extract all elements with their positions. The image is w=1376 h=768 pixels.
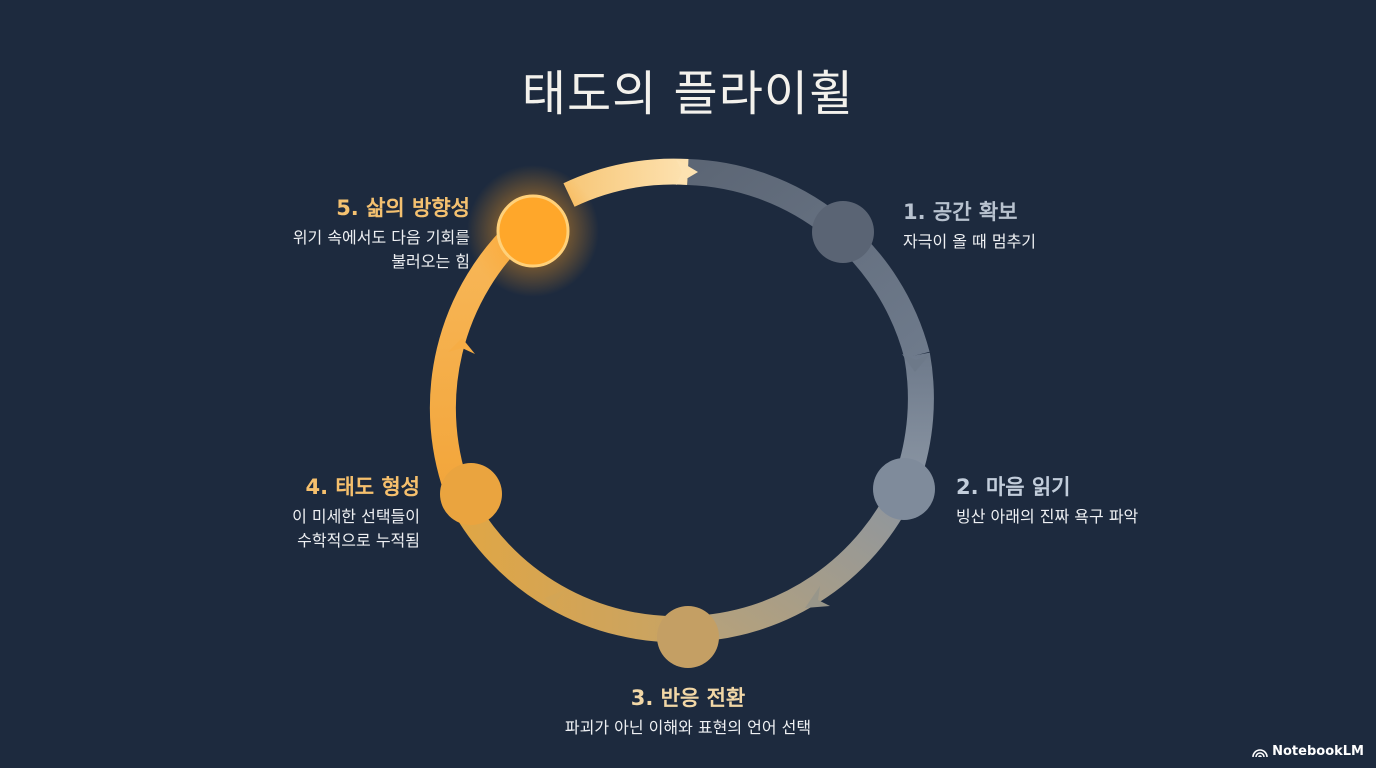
step-2-description: 빙산 아래의 진짜 욕구 파악 bbox=[956, 507, 1139, 526]
step-1-description: 자극이 올 때 멈추기 bbox=[903, 232, 1037, 251]
notebooklm-logo-icon bbox=[1252, 748, 1268, 757]
chevron-arrow-icon bbox=[902, 354, 930, 372]
step-3-title: 3. 반응 전환 bbox=[630, 686, 746, 710]
arc-3-to-4 bbox=[448, 491, 689, 643]
arc-2-to-3 bbox=[687, 474, 919, 642]
step-2: 2. 마음 읽기 빙산 아래의 진짜 욕구 파악 bbox=[956, 473, 1256, 529]
step-4: 4. 태도 형성 이 미세한 선택들이 수학적으로 누적됨 bbox=[120, 473, 420, 553]
chevron-arrow-icon bbox=[448, 338, 475, 354]
chevron-arrow-icon bbox=[676, 159, 698, 185]
node-2-circle bbox=[873, 458, 935, 520]
diagram-title: 태도의 플라이휠 bbox=[521, 66, 855, 122]
step-5-description-line: 불러오는 힘 bbox=[391, 252, 470, 271]
node-3-circle bbox=[657, 606, 719, 668]
step-4-title: 4. 태도 형성 bbox=[305, 475, 421, 499]
brand-watermark: NotebookLM bbox=[1252, 744, 1364, 759]
step-3: 3. 반응 전환 파괴가 아닌 이해와 표현의 언어 선택 bbox=[488, 684, 888, 740]
chevron-arrow-icon bbox=[545, 590, 565, 614]
step-5-title: 5. 삶의 방향성 bbox=[336, 196, 470, 220]
node-4-circle bbox=[440, 463, 502, 525]
step-2-title: 2. 마음 읽기 bbox=[956, 475, 1071, 499]
arc-1-to-2a bbox=[687, 159, 930, 359]
brand-label: NotebookLM bbox=[1272, 744, 1364, 759]
chevron-arrow-icon bbox=[805, 586, 830, 608]
step-5-description-line: 위기 속에서도 다음 기회를 bbox=[292, 228, 470, 247]
step-1-title: 1. 공간 확보 bbox=[903, 200, 1018, 224]
step-4-description: 이 미세한 선택들이 수학적으로 누적됨 bbox=[120, 505, 420, 553]
step-5: 5. 삶의 방향성 위기 속에서도 다음 기회를 불러오는 힘 bbox=[170, 194, 470, 274]
step-3-description: 파괴가 아닌 이해와 표현의 언어 선택 bbox=[564, 718, 812, 737]
node-5-circle bbox=[496, 194, 570, 268]
node-1-circle bbox=[812, 201, 874, 263]
step-4-description-line: 이 미세한 선택들이 bbox=[292, 507, 420, 526]
arc-5-to-1 bbox=[563, 158, 689, 207]
step-5-description: 위기 속에서도 다음 기회를 불러오는 힘 bbox=[170, 226, 470, 274]
step-4-description-line: 수학적으로 누적됨 bbox=[297, 531, 420, 550]
step-1: 1. 공간 확보 자극이 올 때 멈추기 bbox=[903, 198, 1203, 254]
